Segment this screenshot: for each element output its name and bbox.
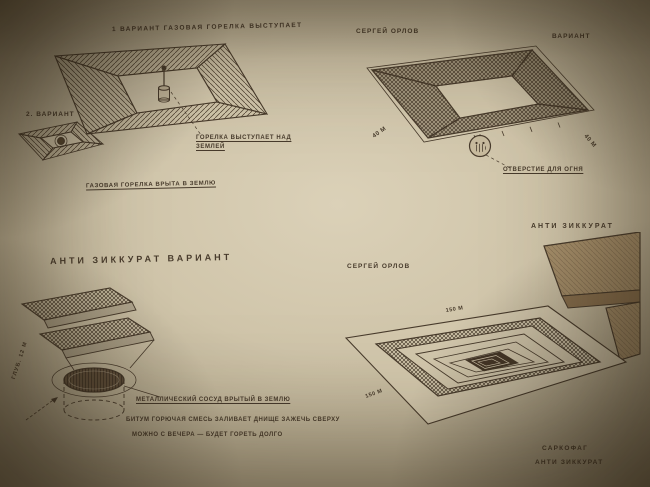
note-fuel-line2: МОЖНО С ВЕЧЕРА — БУДЕТ ГОРЕТЬ ДОЛГО [132, 432, 283, 438]
note-burner-above: ГОРЕЛКА ВЫСТУПАЕТ НАД ЗЕМЛЕЙ [196, 135, 292, 151]
dim-40m-right: 40 М [582, 133, 596, 149]
anti-ziggurat-variant-title: АНТИ ЗИККУРАТ ВАРИАНТ [49, 251, 233, 267]
orlov-author-label: СЕРГЕЙ ОРЛОВ [356, 28, 420, 35]
sketch-variant1-title: 1 ВАРИАНТ ГАЗОВАЯ ГОРЕЛКА ВЫСТУПАЕТ [111, 21, 303, 34]
note-metal-vessel: МЕТАЛЛИЧЕСКИЙ СОСУД ВРЫТЫЙ В ЗЕМЛЮ [136, 397, 291, 403]
step-bands [20, 287, 155, 371]
fire-opening-circle [468, 134, 511, 169]
stepped-pit: 150 М 150 М [344, 305, 628, 425]
anti-ziggurat-drawing: 150 М 150 М [344, 232, 641, 425]
variant2-label: 2. ВАРИАНТ [26, 111, 75, 118]
orlov-variant-label: ВАРИАНТ [552, 33, 591, 40]
depth-arrow-icon [25, 397, 57, 421]
sketch-orlov-drawing: 40 М 40 М [366, 45, 597, 169]
dim-40m-left: 40 М [372, 126, 388, 140]
vessel-hole [25, 362, 161, 421]
pit-orlov [366, 45, 595, 143]
dim-150m-left: 150 М [365, 388, 384, 400]
dim-150m-top: 150 М [445, 305, 464, 314]
caption-anti-ziggurat: АНТИ ЗИККУРАТ [535, 459, 604, 466]
caption-sarcophagus: САРКОФАГ [542, 445, 588, 452]
note-fire-opening: ОТВЕРСТИЕ ДЛЯ ОГНЯ [503, 167, 584, 173]
note-fuel-line1: БИТУМ ГОРЮЧАЯ СМЕСЬ ЗАЛИВАЕТ ДНИЩЕ ЗАЖЕЧ… [126, 417, 340, 423]
